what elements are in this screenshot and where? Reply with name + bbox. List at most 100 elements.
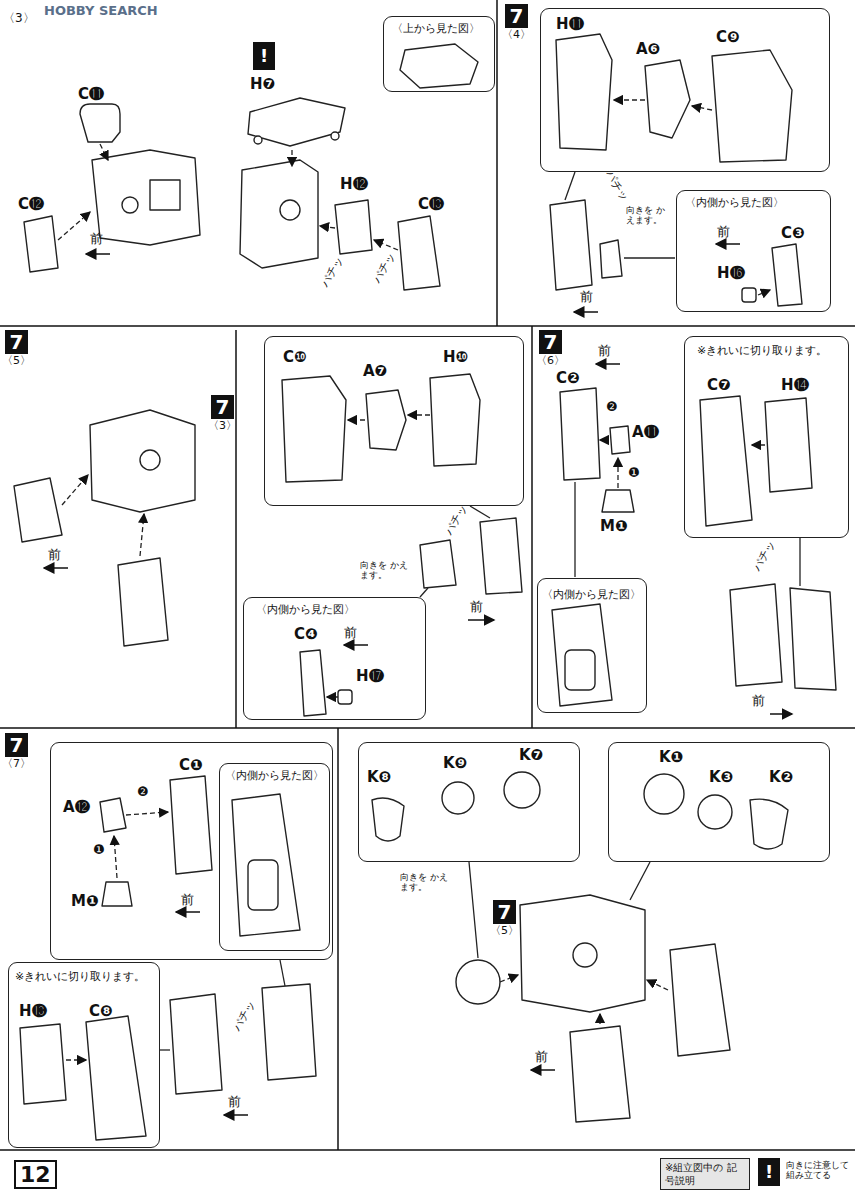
step-ref-badge: 7〈5〉 <box>490 900 519 938</box>
detail-box: ※きれいに切り取ります。 C❼ H⓮ <box>684 336 849 538</box>
substep-number: 〈6〉 <box>536 354 565 368</box>
note: 向きを かえます。 <box>400 872 450 893</box>
part-code: C⓬ <box>18 196 44 213</box>
substep-number: 〈4〉 <box>502 28 531 42</box>
detail-box: K❶ K❸ K❷ <box>608 742 830 862</box>
step-badge: 7〈7〉 <box>2 733 31 771</box>
step-number: 7 <box>539 330 563 354</box>
part-code: 前 <box>181 893 194 908</box>
part-code: C❷ <box>556 370 580 387</box>
part-code: H⓰ <box>717 265 745 282</box>
view-heading: 〈内側から見た図〉 <box>225 770 324 783</box>
order-number: ❶ <box>628 466 640 481</box>
warning-badge: ! <box>253 42 275 70</box>
part-code: K❼ <box>519 747 543 764</box>
step-number: 〈3〉 <box>3 12 35 26</box>
step-ref-badge: 7〈3〉 <box>208 395 237 433</box>
snap-sound: パチッ <box>443 503 470 538</box>
part-code: C⓫ <box>78 86 104 103</box>
step-badge: 7〈4〉 <box>502 4 531 42</box>
part-code: H⓭ <box>19 1003 47 1020</box>
watermark: HOBBY SEARCH <box>44 4 158 19</box>
step-badge: 7〈6〉 <box>536 330 565 368</box>
part-code: C❼ <box>707 377 731 394</box>
step-number: 7 <box>5 733 29 757</box>
view-box: 〈内側から見た図〉 <box>219 763 330 951</box>
direction-label: 前 <box>580 290 593 305</box>
part-code: C❾ <box>716 29 740 46</box>
view-box: 〈上から見た図〉 <box>383 16 495 92</box>
part-code: C❸ <box>781 225 805 242</box>
substep-number: 〈3〉 <box>208 419 237 433</box>
view-heading: ※きれいに切り取ります。 <box>697 345 827 358</box>
view-heading: ※きれいに切り取ります。 <box>15 971 145 984</box>
step-number: 7 <box>493 900 517 924</box>
view-heading: 〈内側から見た図〉 <box>685 197 784 210</box>
legend-text: ※組立図中の 記号説明 <box>665 1161 745 1187</box>
step-badge: 7〈5〉 <box>2 330 31 368</box>
view-heading: 〈上から見た図〉 <box>392 23 480 36</box>
part-code: C❶ <box>179 757 203 774</box>
view-heading: 〈内側から見た図〉 <box>542 589 641 602</box>
part-code: H⓬ <box>340 176 368 193</box>
part-code: H⓫ <box>556 16 584 33</box>
part-code: K❽ <box>367 769 391 786</box>
direction-label: 前 <box>48 548 61 563</box>
part-code: A❻ <box>636 41 660 58</box>
substep-number: 〈5〉 <box>2 354 31 368</box>
part-code: A⓫ <box>632 424 659 441</box>
snap-sound: パチッ <box>603 169 630 204</box>
snap-sound: パチッ <box>751 539 778 574</box>
part-code: M❶ <box>600 518 628 535</box>
view-heading: 〈内側から見た図〉 <box>256 604 355 617</box>
direction-label: 前 <box>470 600 483 615</box>
part-code: K❶ <box>659 749 683 766</box>
detail-box: K❽ K❾ K❼ <box>358 742 580 862</box>
part-code: A❼ <box>363 363 387 380</box>
substep-number: 〈5〉 <box>490 924 519 938</box>
warning-mark: ! <box>253 42 275 70</box>
part-code: K❸ <box>709 769 733 786</box>
note: 向きを かえます。 <box>626 205 672 226</box>
legend-box: ※組立図中の 記号説明 <box>660 1158 750 1190</box>
detail-box: C❶A⓬❷❶M❶前〈内側から見た図〉 <box>50 742 333 960</box>
warning-badge: ! <box>758 1158 780 1186</box>
part-code: K❷ <box>769 769 793 786</box>
direction-label: 前 <box>535 1050 548 1065</box>
warning-mark: ! <box>758 1158 780 1186</box>
direction-label: 前 <box>228 1095 241 1110</box>
part-code: 前 <box>717 225 730 240</box>
order-number: ❷ <box>606 400 618 415</box>
detail-box: ※きれいに切り取ります。 H⓭ C❽ <box>8 962 160 1148</box>
snap-sound: パチッ <box>319 255 346 290</box>
detail-box: C❿ A❼ H❿ <box>264 336 524 506</box>
part-code: H⓱ <box>356 668 384 685</box>
part-code: C⓭ <box>418 196 444 213</box>
part-code: H❿ <box>443 349 468 366</box>
note: 向きに注意して 組み立てる <box>786 1160 852 1181</box>
part-code: A⓬ <box>63 799 90 816</box>
step-number: 7 <box>211 395 235 419</box>
direction-label: 前 <box>752 694 765 709</box>
snap-sound: パチッ <box>231 999 258 1034</box>
view-box: 〈内側から見た図〉 <box>537 578 647 713</box>
direction-label: 前 <box>598 344 611 359</box>
part-code: ❶ <box>93 843 105 858</box>
view-box: 〈内側から見た図〉前 C❹ H⓱ <box>243 597 426 720</box>
part-code: C❽ <box>89 1003 113 1020</box>
step-number: 7 <box>5 330 29 354</box>
snap-sound: パチッ <box>371 251 398 286</box>
part-code: H⓮ <box>781 377 809 394</box>
part-code: 前 <box>344 626 357 641</box>
note: 向きを かえます。 <box>360 560 410 581</box>
direction-label: 前 <box>90 232 103 247</box>
part-code: C❿ <box>283 349 307 366</box>
step-number: 7 <box>505 4 529 28</box>
part-code: K❾ <box>443 755 467 772</box>
substep-number: 〈7〉 <box>2 757 31 771</box>
part-code: H❼ <box>250 76 275 93</box>
page-number: 12 <box>14 1160 57 1189</box>
part-code: C❹ <box>294 626 318 643</box>
view-box: 〈内側から見た図〉前 C❸ H⓰ <box>676 190 831 312</box>
